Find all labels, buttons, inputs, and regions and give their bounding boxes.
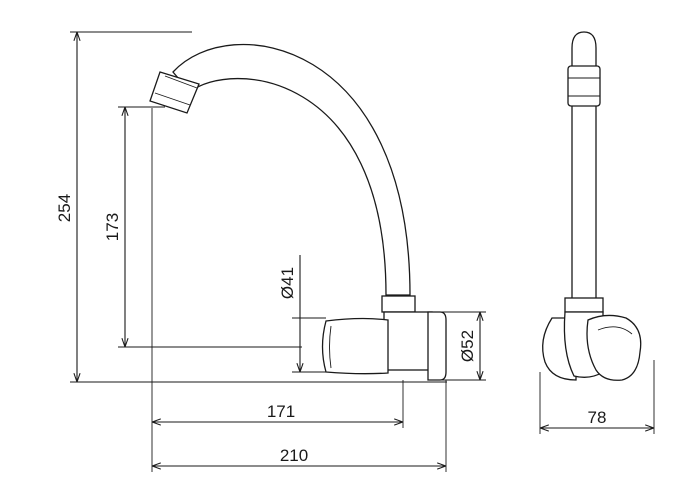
side-collar [564, 297, 604, 313]
side-aerator [567, 65, 601, 107]
dim-41-label: Ø41 [278, 267, 297, 299]
dimension-labels: 254 173 Ø41 Ø52 171 210 78 [55, 194, 606, 465]
dim-52-label: Ø52 [458, 330, 477, 362]
dimension-lines [70, 31, 655, 472]
dim-254-label: 254 [55, 194, 74, 222]
dim-171-label: 171 [267, 402, 295, 421]
side-view [542, 31, 642, 381]
aerator [149, 71, 200, 114]
handle-lever [321, 317, 389, 375]
dim-173-label: 173 [103, 213, 122, 241]
side-handle [586, 314, 642, 381]
spout-tube [172, 43, 411, 296]
dim-210-label: 210 [280, 446, 308, 465]
front-view [149, 43, 447, 381]
spout-collar [381, 295, 416, 313]
dim-78-label: 78 [588, 408, 607, 427]
valve-body [383, 311, 433, 371]
wall-flange [427, 311, 447, 381]
